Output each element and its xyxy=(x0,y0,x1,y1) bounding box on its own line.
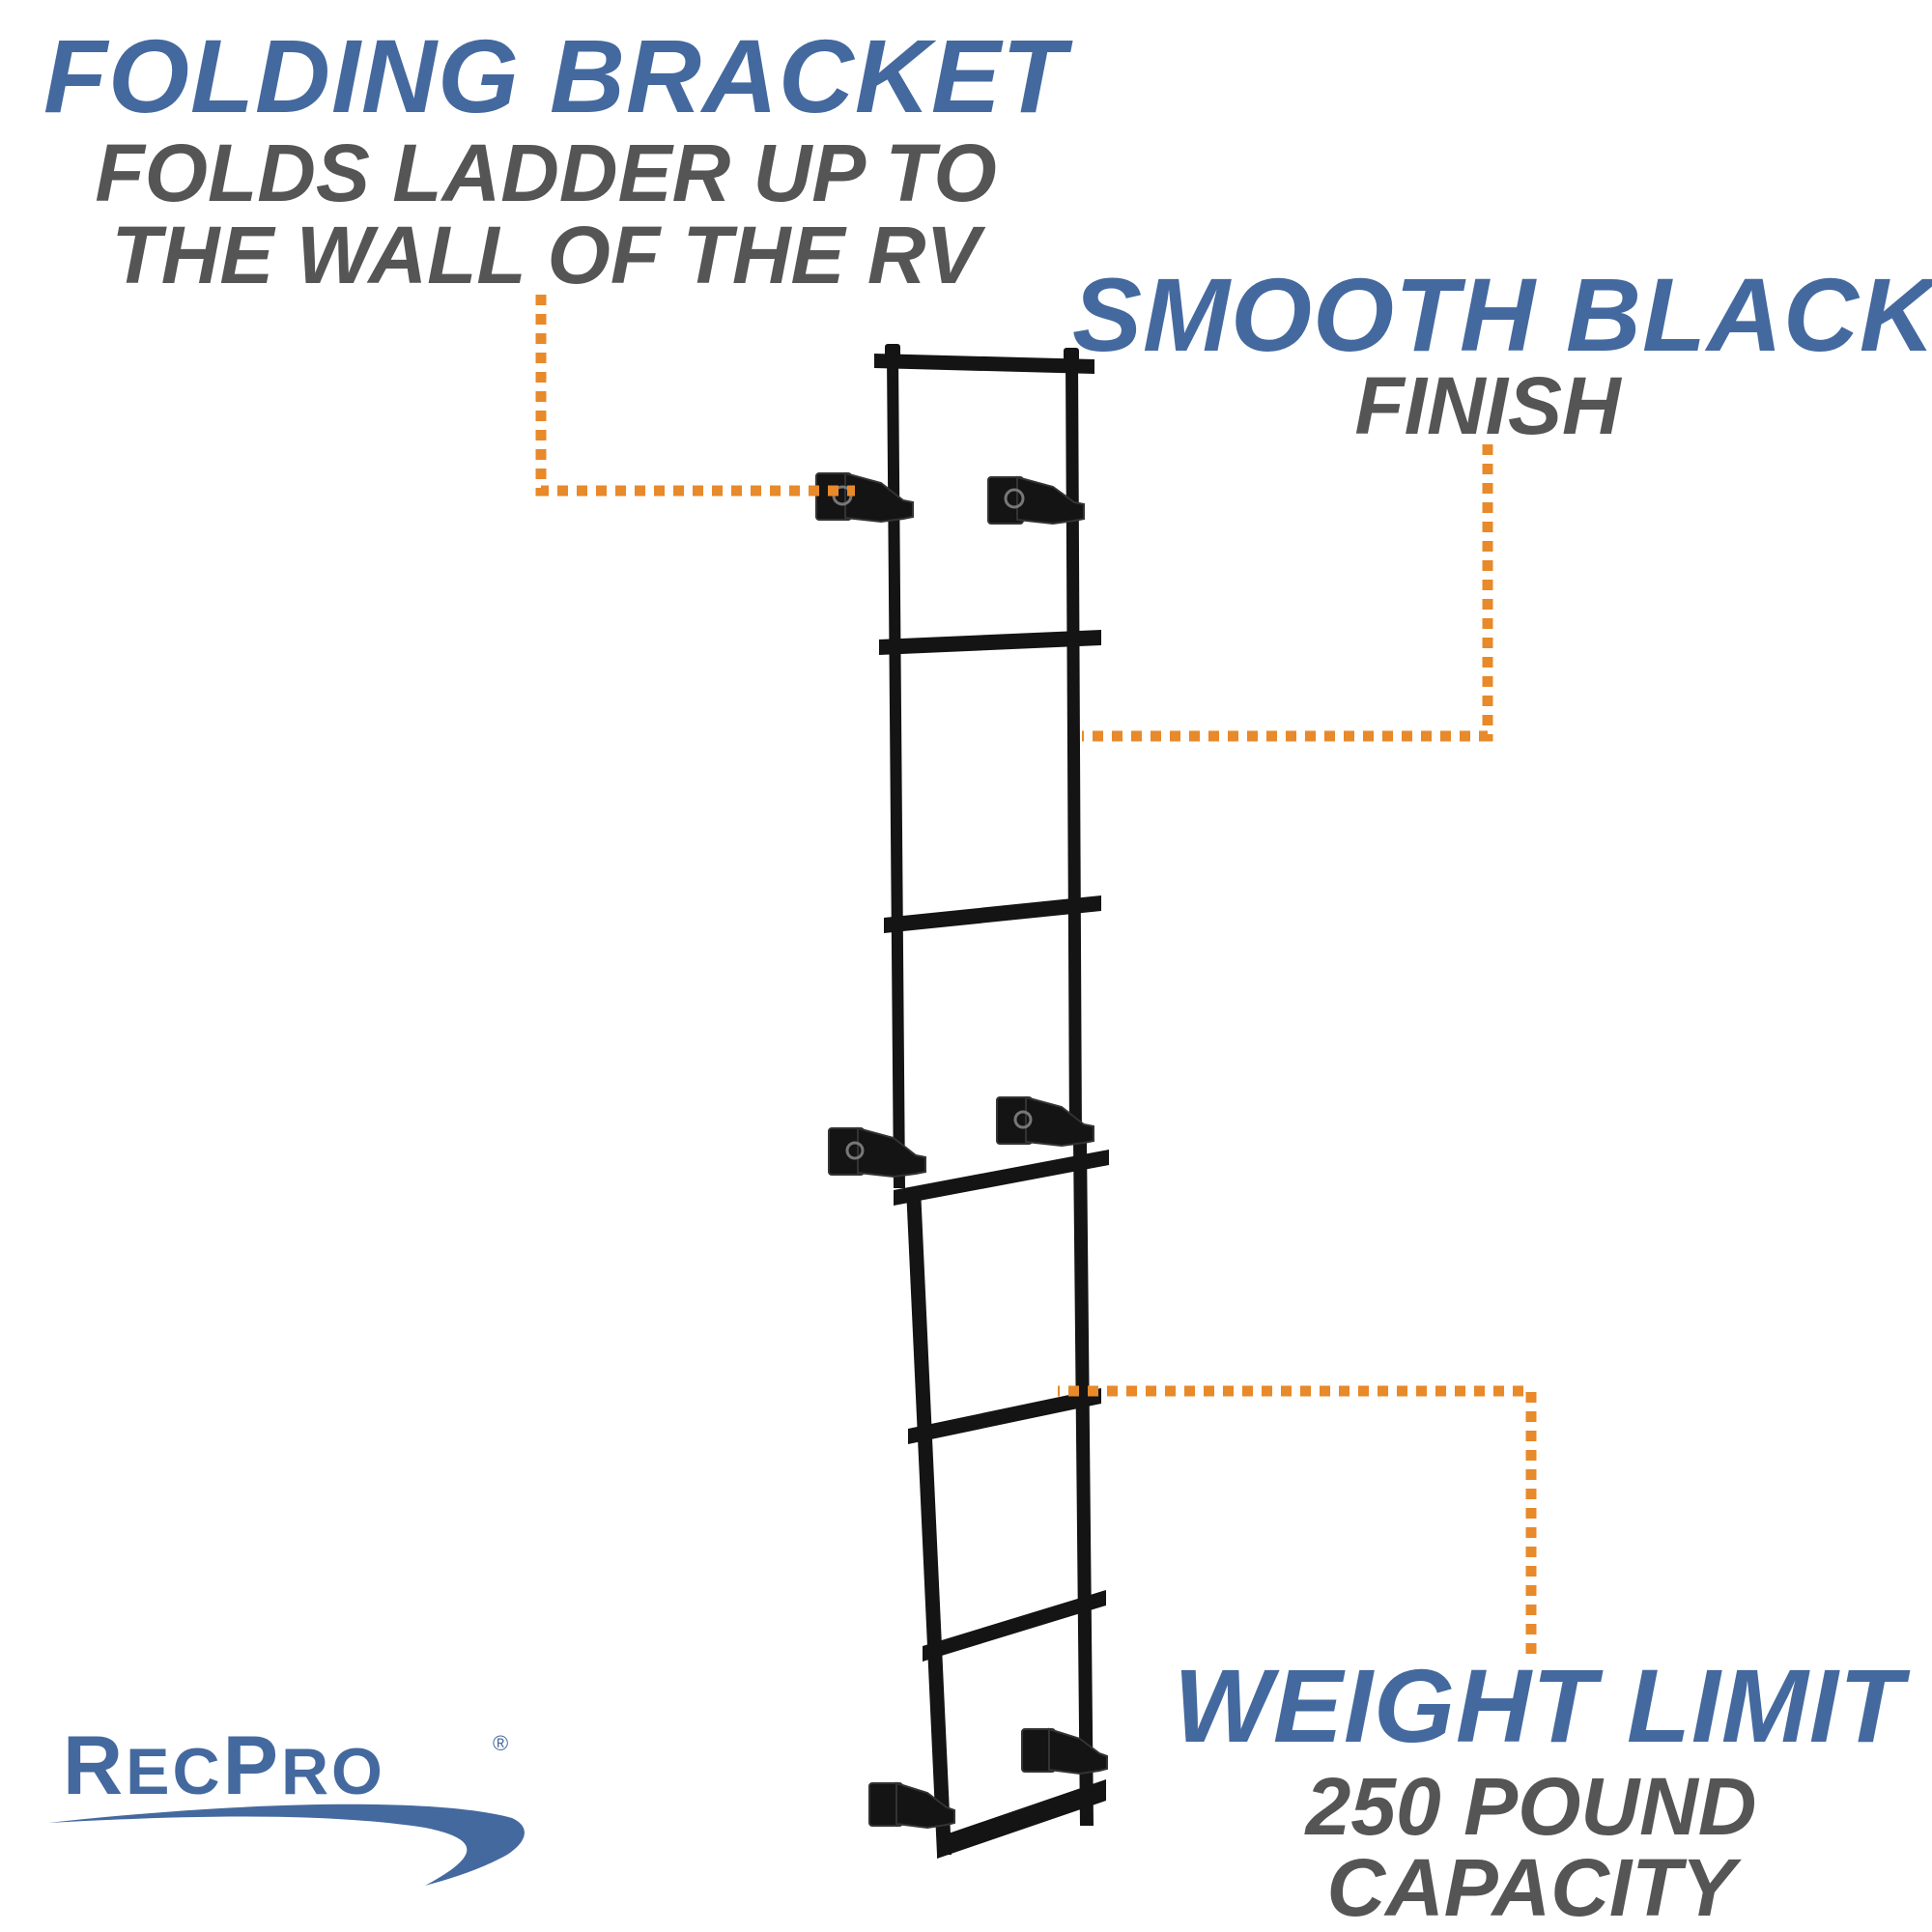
folding-bracket-subtext-line1: FOLDS LADDER UP TO xyxy=(95,128,997,218)
bracket-icon xyxy=(996,1095,1094,1148)
folding-brackets xyxy=(815,471,1108,1830)
bracket-icon xyxy=(828,1126,926,1179)
ladder-rung xyxy=(923,1590,1106,1662)
ladder-rung xyxy=(937,1779,1106,1859)
logo-initial-p: P xyxy=(222,1719,281,1812)
folding-bracket-subtext-line2: THE WALL OF THE RV xyxy=(111,210,980,300)
bracket-icon xyxy=(868,1781,955,1830)
smooth-black-headline: SMOOTH BLACK xyxy=(1072,256,1932,373)
finish-leader-line xyxy=(1082,444,1493,742)
smooth-black-subtext: FINISH xyxy=(1354,360,1621,451)
rail-caps xyxy=(885,344,1079,361)
ladder-rails xyxy=(887,355,1094,1855)
weight-limit-subtext-line1: 250 POUND xyxy=(1305,1761,1757,1852)
weight-limit-subtext-line2: CAPACITY xyxy=(1326,1842,1736,1932)
weight-leader-line xyxy=(1058,1385,1537,1654)
ladder-right-rail xyxy=(1065,355,1082,1140)
logo-initial-r: R xyxy=(63,1719,127,1812)
ladder-rung xyxy=(874,354,1094,374)
ladder-rung xyxy=(908,1388,1101,1444)
ladder-lower-left-rail xyxy=(906,1188,952,1855)
ladder-rung xyxy=(884,895,1101,933)
folding-leader-line xyxy=(535,295,855,497)
bracket-icon xyxy=(987,475,1085,526)
ladder-rail-cap xyxy=(1064,348,1079,361)
weight-limit-headline: WEIGHT LIMIT xyxy=(1174,1647,1904,1764)
ladder-left-rail xyxy=(887,355,905,1188)
folding-bracket-headline: FOLDING BRACKET xyxy=(43,17,1066,134)
leader-lines xyxy=(535,295,1537,1654)
ladder-lower-right-rail xyxy=(1073,1140,1094,1826)
bracket-icon xyxy=(1021,1727,1108,1776)
ladder-rung xyxy=(894,1150,1109,1206)
logo-brand-rest-1: EC xyxy=(126,1735,223,1808)
logo-brand-rest-2: RO xyxy=(280,1735,385,1808)
ladder-rungs xyxy=(874,354,1109,1859)
ladder-rung xyxy=(879,630,1101,655)
recpro-logo: RECPRO xyxy=(63,1724,385,1807)
logo-swoosh xyxy=(48,1804,525,1886)
registered-mark: ® xyxy=(493,1731,509,1755)
ladder-rail-cap xyxy=(885,344,900,357)
